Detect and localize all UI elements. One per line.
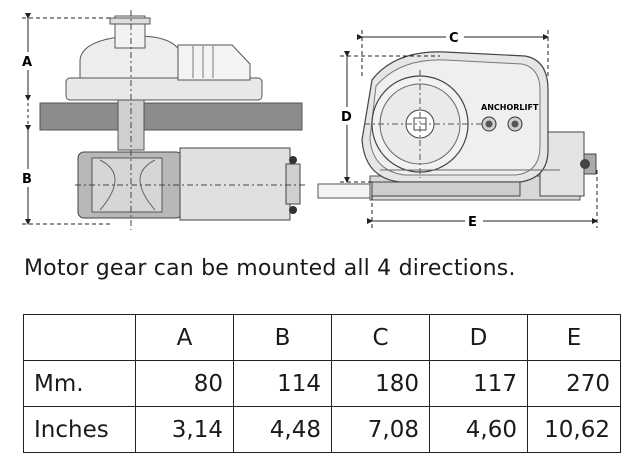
row-label-mm: Mm. — [23, 360, 136, 407]
column-header-b: B — [233, 314, 332, 361]
cell-mm-d: 117 — [429, 360, 528, 407]
brand-label: ANCHORLIFT — [481, 103, 539, 112]
front-view-drawing: ANCHORLIFT — [317, 51, 597, 201]
column-header-e: E — [527, 314, 621, 361]
column-header-a: A — [135, 314, 234, 361]
table-row-inches: Inches 3,14 4,48 7,08 4,60 10,62 — [23, 406, 621, 453]
cell-mm-b: 114 — [233, 360, 332, 407]
dimension-d: D — [338, 51, 440, 183]
column-header-c: C — [331, 314, 430, 361]
dim-label-d: D — [341, 110, 352, 125]
cell-inches-d: 4,60 — [429, 406, 528, 453]
cell-mm-c: 180 — [331, 360, 430, 407]
column-header-d: D — [429, 314, 528, 361]
table-row-mm: Mm. 80 114 180 117 270 — [23, 360, 621, 407]
table-corner-cell — [23, 314, 136, 361]
mounting-caption: Motor gear can be mounted all 4 directio… — [24, 256, 516, 281]
cell-mm-a: 80 — [135, 360, 234, 407]
cell-inches-e: 10,62 — [527, 406, 621, 453]
windlass-dimension-diagram: A B ANCHORLIFT — [19, 10, 598, 230]
dimension-b: B — [19, 103, 110, 225]
dimensions-table: A B C D E Mm. 80 114 180 117 270 Inches … — [23, 314, 621, 453]
table-header-row: A B C D E — [23, 314, 621, 361]
dimension-a: A — [19, 13, 110, 101]
dimension-e: E — [367, 170, 598, 230]
side-view-drawing — [39, 10, 305, 230]
dim-label-a: A — [22, 55, 32, 70]
dim-label-c: C — [449, 31, 459, 46]
row-label-inches: Inches — [23, 406, 136, 453]
cell-inches-c: 7,08 — [331, 406, 430, 453]
cell-inches-b: 4,48 — [233, 406, 332, 453]
dim-label-e: E — [468, 215, 477, 230]
dim-label-b: B — [22, 172, 32, 187]
dimension-c: C — [357, 28, 549, 78]
cell-inches-a: 3,14 — [135, 406, 234, 453]
cell-mm-e: 270 — [527, 360, 621, 407]
